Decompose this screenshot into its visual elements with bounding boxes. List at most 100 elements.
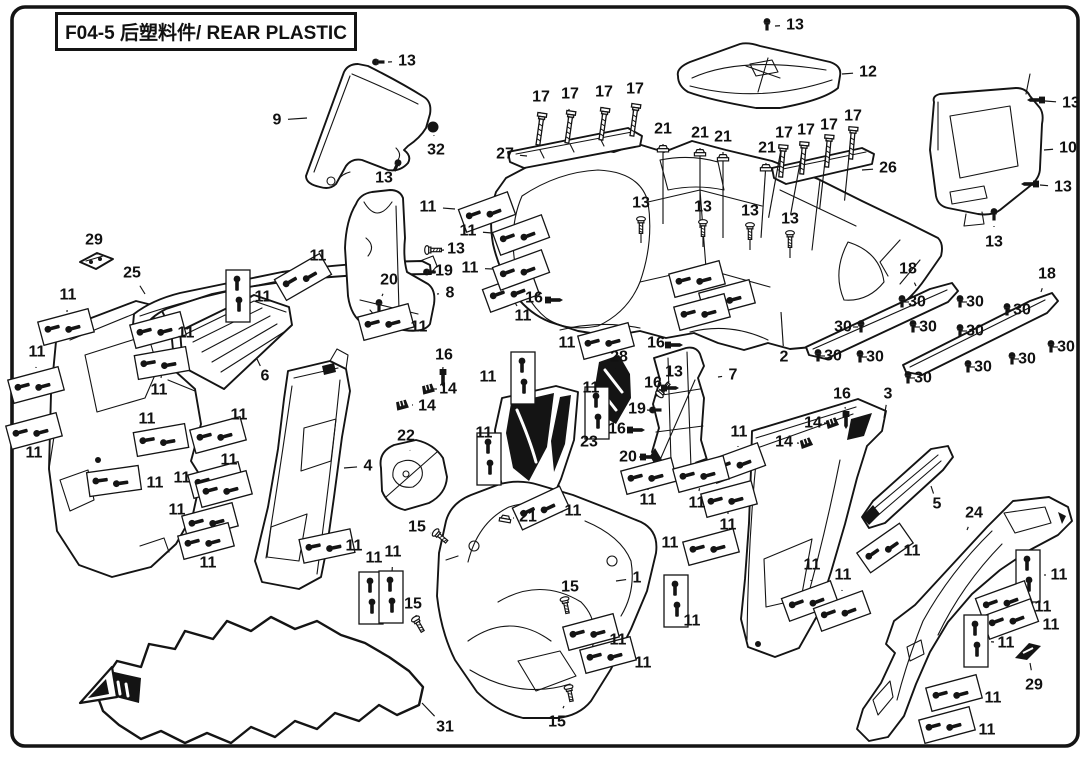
part-callout-16: 16 (647, 335, 665, 352)
part-callout-11: 11 (60, 287, 77, 304)
part-callout-11: 11 (480, 369, 497, 386)
nut-icon (759, 164, 773, 172)
part-callout-22: 22 (397, 428, 415, 445)
leader-line (930, 485, 935, 494)
leader-line (343, 466, 358, 469)
part-callout-6: 6 (261, 368, 270, 385)
part-callout-11: 11 (515, 308, 532, 325)
part-callout-30: 30 (824, 348, 842, 365)
part-callout-30: 30 (966, 323, 984, 340)
front-direction-indicator (78, 665, 141, 705)
part-callout-16: 16 (525, 290, 543, 307)
part-callout-16: 16 (608, 421, 626, 438)
part-callout-5: 5 (933, 496, 942, 513)
part-callout-11: 11 (640, 492, 657, 509)
part-callout-11: 11 (221, 452, 238, 469)
part-callout-11: 11 (366, 550, 383, 567)
part-9-shape (305, 63, 432, 189)
part-callout-13: 13 (1054, 179, 1072, 196)
clip-icon (394, 398, 410, 412)
part-callout-13: 13 (447, 241, 465, 258)
part-callout-17: 17 (844, 108, 862, 125)
boxv-icon (510, 351, 536, 405)
part-callout-20: 20 (619, 449, 637, 466)
part-callout-13: 13 (694, 199, 712, 216)
part-callout-11: 11 (147, 475, 164, 492)
part-callout-11: 11 (139, 411, 156, 428)
part-callout-11: 11 (610, 632, 627, 649)
part-callout-11: 11 (420, 199, 437, 216)
rivet-icon (856, 350, 864, 363)
part-callout-9: 9 (273, 112, 282, 129)
leader-line (482, 231, 493, 234)
boxv-icon (225, 269, 251, 323)
screwL-icon (532, 111, 548, 147)
leader-line (1043, 148, 1054, 151)
nut-icon (693, 149, 707, 157)
page-border (10, 5, 1080, 748)
part-callout-18: 18 (899, 261, 917, 278)
part-callout-30: 30 (1057, 339, 1075, 356)
boxv-icon (378, 570, 404, 624)
part-callout-30: 30 (866, 349, 884, 366)
part-27-shape (507, 127, 643, 169)
part-callout-17: 17 (775, 125, 793, 142)
part-callout-11: 11 (635, 655, 652, 672)
part-callout-19: 19 (628, 401, 646, 418)
part-callout-7: 7 (729, 367, 738, 384)
part-callout-30: 30 (919, 319, 937, 336)
leader-line (1040, 288, 1043, 293)
part-callout-11: 11 (1051, 567, 1068, 584)
part-callout-14: 14 (775, 434, 793, 451)
part-callout-11: 11 (169, 502, 186, 519)
rivet-icon (909, 320, 917, 333)
part-8-shape (344, 189, 436, 332)
part-callout-11: 11 (151, 382, 168, 399)
leader-line (613, 367, 616, 372)
part-callout-13: 13 (781, 211, 799, 228)
part-callout-15: 15 (408, 519, 426, 536)
page-title: F04-5 后塑料件/ REAR PLASTIC (65, 23, 347, 44)
part-callout-10: 10 (1059, 140, 1077, 157)
nut-icon (716, 154, 730, 162)
dot-icon (427, 121, 439, 133)
title-box: F04-5 后塑料件/ REAR PLASTIC (55, 12, 357, 51)
leader-line (442, 207, 456, 210)
rivet-icon (990, 208, 998, 221)
part-shapes (48, 42, 1073, 745)
rivet-icon (964, 360, 972, 373)
leader-line (861, 168, 874, 171)
part-callout-13: 13 (1062, 95, 1080, 112)
part-callout-13: 13 (786, 17, 804, 34)
leader-line (381, 293, 384, 297)
part-22-shape (379, 439, 448, 511)
part-callout-15: 15 (548, 714, 566, 731)
part-callout-24: 24 (965, 505, 983, 522)
part-callout-11: 11 (462, 260, 479, 277)
part-callout-13: 13 (741, 203, 759, 220)
part-callout-30: 30 (966, 294, 984, 311)
part-callout-20: 20 (380, 272, 398, 289)
part-callout-15: 15 (561, 579, 579, 596)
boxh-icon (682, 528, 740, 566)
part-callout-32: 32 (427, 142, 445, 159)
part-callout-30: 30 (834, 319, 852, 336)
part-callout-11: 11 (662, 535, 679, 552)
part-callout-21: 21 (758, 140, 776, 157)
nut-icon (656, 145, 670, 153)
part-callout-21: 21 (654, 121, 672, 138)
leader-line (1039, 184, 1049, 187)
part-24-shape (856, 496, 1073, 742)
part-callout-11: 11 (174, 470, 191, 487)
part-callout-30: 30 (1013, 302, 1031, 319)
part-callout-30: 30 (914, 370, 932, 387)
leader-line (966, 526, 969, 531)
part-callout-13: 13 (665, 364, 683, 381)
part-callout-11: 11 (804, 557, 821, 574)
leader-line (1044, 100, 1057, 103)
part-callout-11: 11 (26, 445, 43, 462)
part-callout-11: 11 (835, 567, 852, 584)
